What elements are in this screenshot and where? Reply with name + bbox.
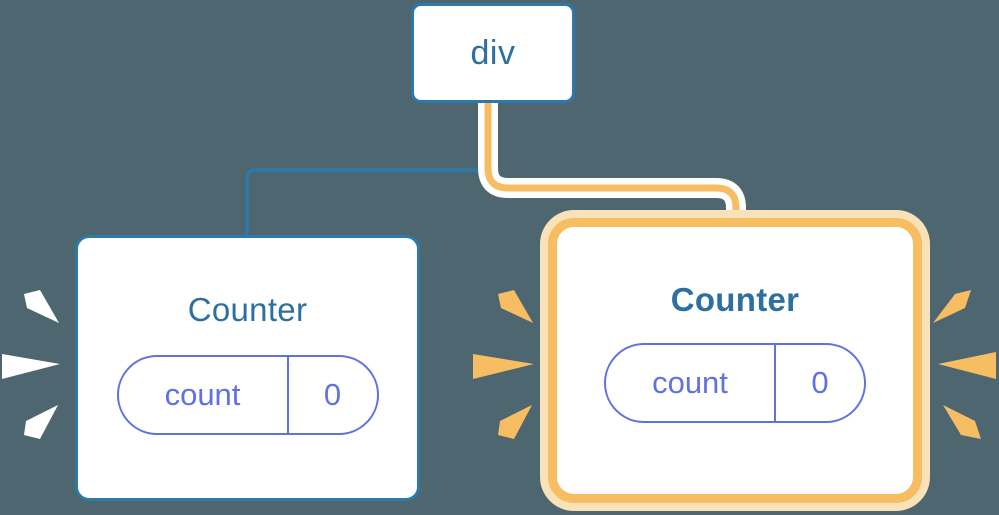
sparks-left: [2, 280, 72, 450]
node-counter-right-label: Counter: [670, 281, 800, 318]
node-counter-left-label: Counter: [187, 291, 308, 328]
spark-bottom-icon: [943, 405, 981, 439]
spark-top-icon: [24, 290, 59, 323]
spark-bottom-icon: [24, 405, 58, 439]
state-pill-right[interactable]: count 0: [604, 343, 866, 423]
node-counter-right-inner: Counter count 0: [565, 235, 905, 486]
spark-middle-icon: [473, 354, 534, 379]
edge-div-to-counter-right: [484, 103, 740, 232]
state-pill-right-value: 0: [774, 345, 864, 421]
node-div-label: div: [470, 33, 516, 72]
spark-middle-icon: [938, 352, 996, 379]
edge-div-to-counter-left: [245, 101, 490, 238]
spark-top-icon: [498, 290, 533, 323]
node-div[interactable]: div: [411, 3, 575, 103]
node-counter-left[interactable]: Counter count 0: [75, 235, 420, 501]
node-counter-right[interactable]: Counter count 0: [548, 218, 922, 503]
spark-bottom-icon: [498, 405, 532, 439]
sparks-middle: [468, 280, 538, 450]
state-pill-left-value: 0: [286, 357, 377, 433]
sparks-right: [933, 280, 999, 450]
state-pill-right-name: count: [652, 365, 728, 400]
spark-top-icon: [933, 290, 971, 323]
edge-div-to-counter-right-halo: [478, 103, 746, 232]
state-pill-left[interactable]: count 0: [116, 355, 379, 435]
state-pill-left-name: count: [164, 377, 241, 412]
spark-middle-icon: [2, 354, 60, 379]
